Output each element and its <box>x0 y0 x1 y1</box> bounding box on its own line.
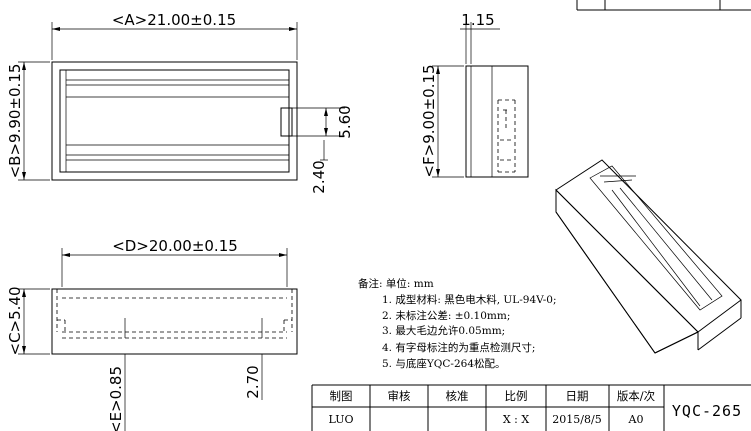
isometric-view <box>555 159 742 354</box>
tb-value-scale: X : X <box>503 413 530 426</box>
tb-header-revision: 版本/次 <box>617 389 656 403</box>
tb-header-approved: 核准 <box>446 389 469 403</box>
note-item: 3. 最大毛边允许0.05mm; <box>382 324 505 337</box>
side-view <box>432 22 529 178</box>
tb-value-drawn: LUO <box>329 413 354 426</box>
tb-value-date: 2015/8/5 <box>552 413 601 426</box>
dim-270-label: 2.70 <box>244 365 262 398</box>
tb-header-drawn: 制图 <box>330 389 353 403</box>
corner-table-fragment <box>576 0 751 11</box>
tb-header-date: 日期 <box>566 389 589 403</box>
dim-d-label: <D>20.00±0.15 <box>112 237 238 255</box>
note-item: 4. 有字母标注的为重点检测尺寸; <box>382 341 535 354</box>
dim-a-label: <A>21.00±0.15 <box>112 11 236 29</box>
note-item: 2. 未标注公差: ±0.10mm; <box>382 309 510 322</box>
notes-title: 备注: 单位: mm <box>358 277 434 290</box>
note-item: 5. 与底座YQC-264松配。 <box>382 357 506 370</box>
notes-block: 备注: 单位: mm 1. 成型材料: 黑色电木料, UL-94V-0; 2. … <box>358 277 557 370</box>
note-item: 1. 成型材料: 黑色电木料, UL-94V-0; <box>382 293 557 306</box>
dim-115-label: 1.15 <box>461 11 494 29</box>
tb-header-scale: 比例 <box>505 389 528 403</box>
dim-560-label: 5.60 <box>336 105 354 138</box>
title-block: 制图 审核 核准 比例 日期 版本/次 LUO X : X 2015/8/5 A… <box>311 384 751 431</box>
part-number: YQC-265 <box>672 402 742 420</box>
tb-header-checked: 审核 <box>388 389 411 403</box>
front-view <box>18 248 298 431</box>
dim-e-label: <E>0.85 <box>107 366 125 431</box>
dim-b-label: <B>9.90±0.15 <box>6 64 24 179</box>
dim-240-label: 2.40 <box>310 160 328 193</box>
top-view <box>18 22 345 181</box>
dim-c-label: <C>5.40 <box>6 286 24 355</box>
tb-value-revision: A0 <box>628 413 644 426</box>
dim-f-label: <F>9.00±0.15 <box>420 64 438 177</box>
